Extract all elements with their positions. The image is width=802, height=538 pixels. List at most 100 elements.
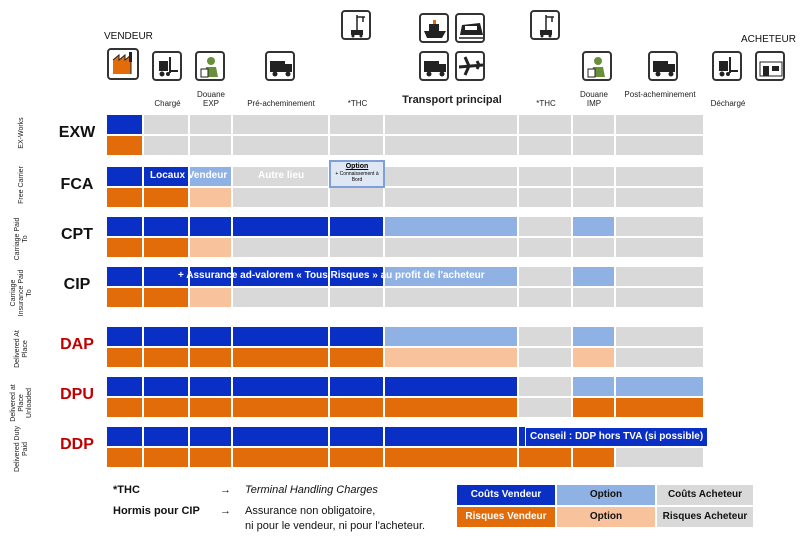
cost-cell [616,167,703,186]
risk-cell [233,288,328,307]
cost-cell [385,217,517,236]
risk-cell [190,288,231,307]
risk-cell [330,136,383,155]
risk-cell [385,238,517,257]
cost-cell [233,377,328,396]
risk-cell [573,188,614,207]
other-place-label: Autre lieu [258,170,305,181]
cost-cell [519,167,571,186]
incoterm-full-name: Free Carrier [18,166,25,204]
cost-cell [519,267,571,286]
risk-cell [107,398,142,417]
risk-cell [519,348,571,367]
cost-cell [330,115,383,134]
risk-cell [233,398,328,417]
cost-cell [107,115,142,134]
cost-cell [107,427,142,446]
risk-cell [330,348,383,367]
risk-cell [385,348,517,367]
incoterm-overlay-note: Conseil : DDP hors TVA (si possible) [525,427,709,447]
incoterm-code: DPU [60,386,94,403]
risk-cell [107,288,142,307]
incoterm-code: FCA [60,176,94,193]
crane-icon [341,10,371,40]
cost-cell [144,115,188,134]
option-box-title: Option [345,163,369,170]
customs-officer-icon [582,51,612,81]
incoterm-full-name: Delivered Duty Paid [14,426,29,472]
risk-cell [573,348,614,367]
cost-cell [519,327,571,346]
risk-cell [385,136,517,155]
cost-cell [144,267,188,286]
incoterm-full-name: Delivered at Place Unloaded [10,384,33,422]
incoterm-overlay-note: + Assurance ad-valorem « Tous Risques » … [178,270,485,281]
cost-cell [190,217,231,236]
risk-cell [573,448,614,467]
risk-cell [573,398,614,417]
risk-cell [616,238,703,257]
truck-icon [648,51,678,81]
risk-cell [616,348,703,367]
risk-cell [107,238,142,257]
cost-cell [330,327,383,346]
risk-cell [233,448,328,467]
cost-cell [144,217,188,236]
risk-cell [330,448,383,467]
risk-cell [144,136,188,155]
option-box: Option+ Connaissement à Bord [329,160,385,188]
cost-cell [190,167,231,186]
cost-cell [616,267,703,286]
risk-cell [190,448,231,467]
cost-cell [385,327,517,346]
col-header-import-customs-text: Douane IMP [579,90,609,108]
cost-cell [233,115,328,134]
risk-cell [573,238,614,257]
risk-cell [190,188,231,207]
risk-cell [233,238,328,257]
col-header-unloaded: Déchargé [710,99,746,108]
col-header-loaded: Chargé [154,99,181,108]
risk-cell [144,188,188,207]
cost-cell [573,217,614,236]
risk-cell [519,238,571,257]
incoterm-code: CIP [63,276,91,293]
cost-cell [385,377,517,396]
risk-cell [519,288,571,307]
seller-premises-label: Locaux Vendeur [150,170,228,181]
cost-cell [330,377,383,396]
cost-cell [616,377,703,396]
risk-cell [233,348,328,367]
cost-cell [385,167,517,186]
col-header-on-carriage-text: Post-acheminement [624,90,696,99]
thc-note-arrow: → [220,484,231,496]
risk-cell [519,136,571,155]
col-header-import-customs: Douane IMP [573,90,615,108]
seller-label: VENDEUR [104,31,153,42]
legend-buyer-costs: Coûts Acheteur [657,485,753,505]
cost-cell [190,267,231,286]
col-header-export-customs: Douane EXP [190,90,232,108]
cip-note-arrow: → [220,505,231,517]
legend-option-cost: Option [557,485,655,505]
legend-buyer-risks: Risques Acheteur [657,507,753,527]
risk-cell [107,448,142,467]
cost-cell [107,327,142,346]
cost-cell [233,267,328,286]
thc-note-value: Terminal Handling Charges [245,484,378,496]
risk-cell [330,238,383,257]
risk-cell [233,136,328,155]
risk-cell [616,398,703,417]
cost-cell [107,267,142,286]
factory-icon [107,48,139,80]
cost-cell [519,115,571,134]
incoterm-code: DDP [60,436,94,453]
risk-cell [616,188,703,207]
risk-cell [616,288,703,307]
col-header-main-transport: Transport principal [402,94,502,106]
risk-cell [519,188,571,207]
cost-cell [107,167,142,186]
cost-cell [330,427,383,446]
forklift-icon [152,51,182,81]
cost-cell [573,167,614,186]
